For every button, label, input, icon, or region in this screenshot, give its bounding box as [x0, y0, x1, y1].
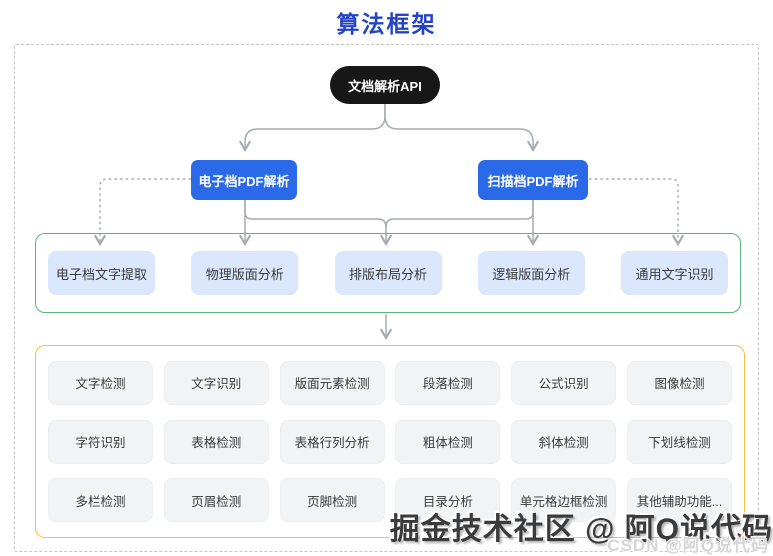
- capability-box: 页脚检测: [279, 478, 385, 523]
- node-typeset-layout-analysis: 排版布局分析: [334, 251, 442, 295]
- capability-box: 页眉检测: [163, 478, 269, 523]
- node-physical-layout-analysis: 物理版面分析: [191, 251, 299, 295]
- capability-box: 版面元素检测: [279, 360, 385, 405]
- watermark-secondary: CSDN @阿Q说代码: [607, 536, 769, 555]
- analysis-group: 电子档文字提取 物理版面分析 排版布局分析 逻辑版面分析 通用文字识别: [35, 233, 741, 313]
- capability-box: 粗体检测: [395, 419, 501, 464]
- capability-box: 其他辅助功能...: [626, 478, 732, 523]
- dashed-frame: [14, 44, 759, 552]
- node-general-ocr: 通用文字识别: [621, 251, 728, 295]
- capability-box: 下划线检测: [626, 419, 732, 464]
- watermark-primary: 掘金技术社区 @ 阿Q说代码: [389, 513, 773, 546]
- capability-box: 文字识别: [163, 360, 269, 405]
- capability-box: 公式识别: [511, 360, 617, 405]
- capability-box: 斜体检测: [511, 419, 617, 464]
- capability-row-3: 多栏检测 页眉检测 页脚检测 目录分析 单元格边框检测 其他辅助功能...: [48, 478, 732, 523]
- node-scanned-pdf-parse: 扫描档PDF解析: [478, 160, 588, 200]
- capability-row-2: 字符识别 表格检测 表格行列分析 粗体检测 斜体检测 下划线检测: [48, 419, 732, 464]
- capability-box: 字符识别: [48, 419, 153, 464]
- capability-box: 多栏检测: [48, 478, 153, 523]
- capability-box: 表格行列分析: [279, 419, 385, 464]
- capability-box: 文字检测: [48, 360, 153, 405]
- capability-group: 文字检测 文字识别 版面元素检测 段落检测 公式识别 图像检测 字符识别 表格检…: [35, 345, 745, 538]
- capability-box: 段落检测: [395, 360, 501, 405]
- capability-box: 目录分析: [395, 478, 501, 523]
- page-title: 算法框架: [336, 11, 437, 37]
- capability-box: 图像检测: [626, 360, 732, 405]
- capability-row-1: 文字检测 文字识别 版面元素检测 段落检测 公式识别 图像检测: [48, 360, 732, 405]
- node-doc-parse-api: 文档解析API: [330, 66, 440, 104]
- node-electronic-pdf-parse: 电子档PDF解析: [191, 160, 297, 200]
- node-logical-layout-analysis: 逻辑版面分析: [477, 251, 585, 295]
- capability-box: 单元格边框检测: [511, 478, 617, 523]
- node-text-extraction: 电子档文字提取: [48, 251, 155, 295]
- capability-box: 表格检测: [163, 419, 269, 464]
